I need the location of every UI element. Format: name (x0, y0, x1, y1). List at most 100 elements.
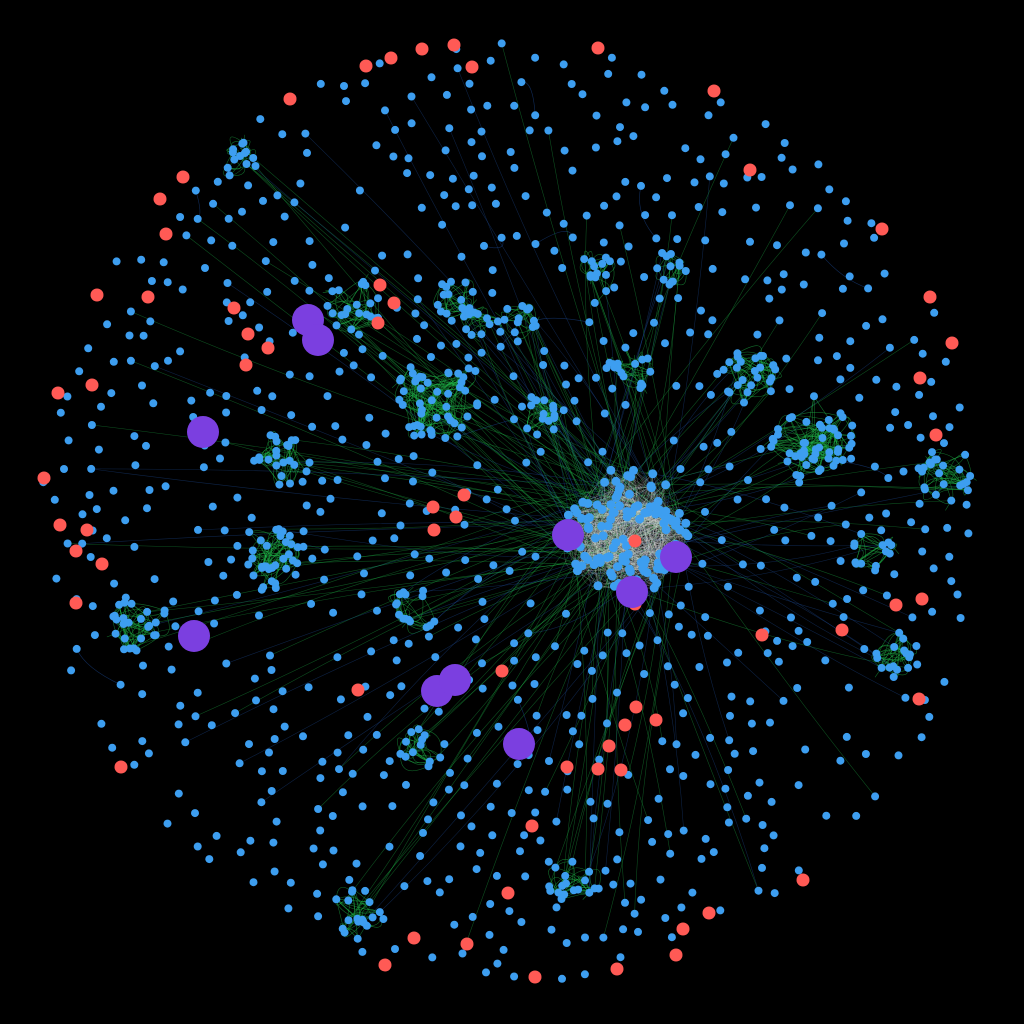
edge (91, 468, 587, 520)
node (63, 392, 72, 401)
node (252, 696, 260, 705)
node (420, 704, 429, 713)
node (718, 208, 727, 217)
node (220, 526, 229, 535)
highlighted-node (945, 336, 959, 350)
node (889, 662, 898, 671)
node (704, 465, 713, 474)
node (597, 505, 607, 514)
node (150, 362, 159, 371)
node (727, 692, 736, 701)
node (191, 809, 199, 818)
edge (212, 203, 567, 537)
node (531, 111, 540, 120)
node (558, 881, 567, 890)
node (362, 441, 371, 449)
node (721, 150, 730, 159)
node (912, 642, 921, 650)
node (591, 143, 600, 152)
node (506, 148, 515, 156)
node (765, 377, 774, 386)
node (50, 495, 59, 504)
node (704, 111, 713, 120)
node (373, 606, 381, 615)
node (52, 574, 61, 583)
node (840, 239, 848, 248)
node (510, 101, 519, 110)
node (769, 361, 778, 370)
node (460, 520, 469, 529)
node (661, 480, 671, 490)
node (818, 309, 827, 318)
node (539, 409, 548, 418)
node (348, 769, 357, 778)
edge (408, 532, 686, 621)
node (130, 432, 139, 441)
node (209, 199, 218, 208)
node (492, 871, 501, 880)
node (961, 450, 970, 459)
node (513, 695, 522, 704)
node (286, 479, 294, 488)
highlighted-node (80, 523, 94, 537)
node (112, 257, 121, 266)
node (733, 381, 742, 390)
edge (283, 461, 621, 488)
node (767, 797, 776, 806)
node (870, 233, 879, 242)
node (531, 53, 540, 62)
node (486, 802, 495, 811)
node (788, 642, 797, 651)
node (656, 564, 666, 574)
node (272, 461, 281, 470)
node (763, 276, 772, 285)
node (439, 290, 448, 299)
node (263, 287, 272, 296)
edge (581, 470, 612, 566)
highlighted-node (447, 38, 461, 52)
node (542, 208, 551, 217)
node (743, 791, 752, 800)
node (329, 846, 338, 855)
edge (535, 325, 659, 564)
node (434, 707, 443, 716)
node (695, 663, 704, 671)
node (262, 541, 271, 550)
node (730, 749, 739, 758)
node (465, 79, 474, 88)
node (353, 552, 362, 561)
node (826, 537, 835, 546)
node (494, 722, 503, 731)
node (521, 872, 530, 881)
node (251, 162, 260, 170)
node (516, 847, 524, 856)
node (444, 389, 453, 398)
node (318, 860, 327, 869)
hub-node (178, 620, 210, 652)
node (525, 126, 534, 135)
node (892, 382, 901, 391)
node (867, 219, 876, 228)
node (269, 238, 278, 247)
node (407, 728, 416, 737)
edge (587, 503, 665, 570)
node (708, 264, 717, 273)
node (872, 649, 881, 658)
node (836, 756, 845, 765)
node (482, 968, 490, 977)
node (592, 373, 600, 382)
edge (276, 450, 686, 534)
node (744, 476, 752, 484)
node (818, 423, 826, 432)
node (926, 460, 935, 469)
edge (522, 305, 575, 509)
node (616, 123, 624, 132)
node (616, 953, 625, 962)
node (725, 388, 734, 397)
node (793, 684, 802, 692)
node (368, 913, 377, 922)
node (794, 781, 803, 790)
node (408, 748, 417, 757)
node (870, 462, 879, 471)
node (794, 866, 803, 875)
